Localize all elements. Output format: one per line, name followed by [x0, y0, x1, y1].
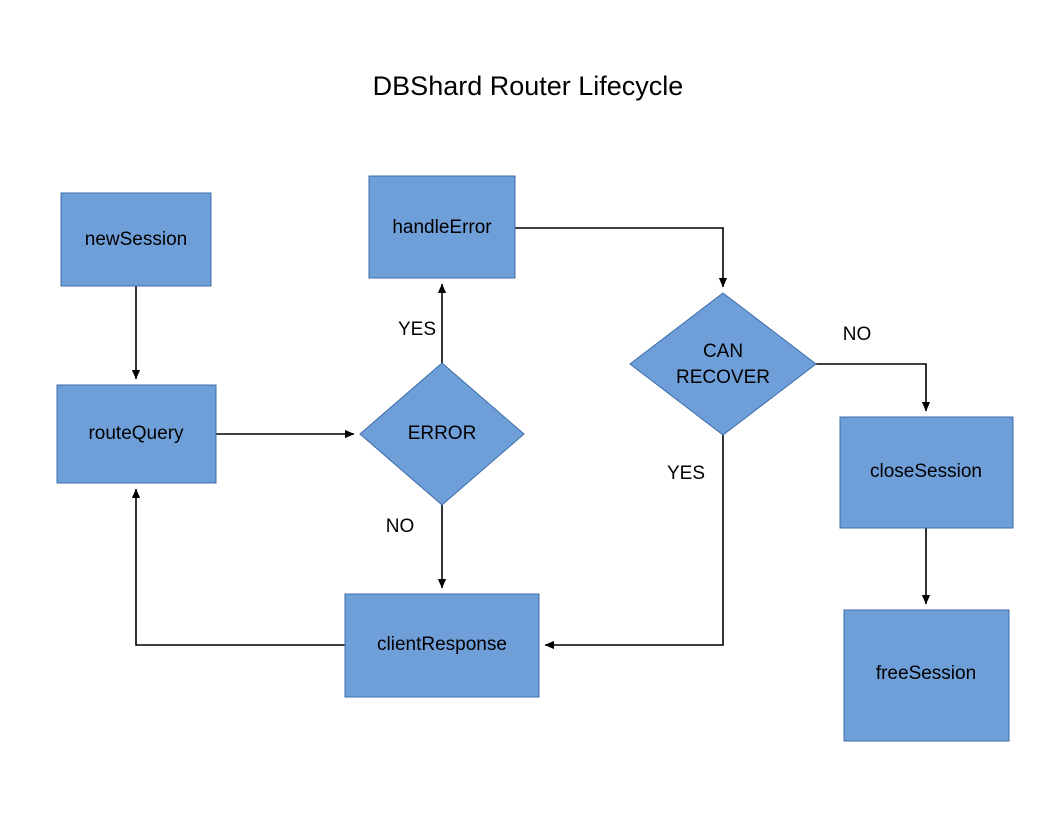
node-canrecover-label-line1: CAN [703, 341, 743, 362]
edge-label-error-yes: YES [398, 319, 436, 340]
node-closesession[interactable]: closeSession [839, 416, 1014, 529]
node-routequery[interactable]: routeQuery [56, 384, 217, 484]
node-error-decision[interactable]: ERROR [359, 362, 525, 506]
node-canrecover-decision[interactable]: CAN RECOVER [629, 292, 817, 436]
node-closesession-label: closeSession [870, 461, 982, 482]
node-freesession[interactable]: freeSession [843, 609, 1010, 742]
node-clientresponse[interactable]: clientResponse [344, 593, 540, 698]
edge-label-recover-yes: YES [667, 463, 705, 484]
edge-canrecover-to-clientresponse [544, 435, 724, 650]
node-canrecover-label-line2: RECOVER [676, 367, 770, 388]
node-clientresponse-shape[interactable] [344, 593, 540, 698]
node-closesession-shape[interactable] [839, 416, 1014, 529]
node-routequery-shape[interactable] [56, 384, 217, 484]
node-error-label: ERROR [408, 423, 477, 444]
edge-handleerror-to-canrecover [515, 227, 728, 288]
node-handleerror-label: handleError [392, 217, 492, 238]
edge-canrecover-to-closesession [816, 363, 931, 412]
node-newsession-label: newSession [85, 229, 187, 250]
node-freesession-label: freeSession [876, 663, 976, 684]
node-clientresponse-label: clientResponse [377, 634, 507, 655]
edge-label-error-no: NO [386, 516, 415, 537]
node-newsession[interactable]: newSession [60, 192, 212, 287]
node-error-shape[interactable] [359, 362, 525, 506]
node-handleerror[interactable]: handleError [368, 175, 516, 279]
edge-clientresponse-to-routequery [131, 488, 345, 646]
node-freesession-shape[interactable] [843, 609, 1010, 742]
diagram-title: DBShard Router Lifecycle [373, 71, 684, 101]
node-handleerror-shape[interactable] [368, 175, 516, 279]
node-newsession-shape[interactable] [60, 192, 212, 287]
edge-label-recover-no: NO [843, 324, 872, 345]
node-routequery-label: routeQuery [88, 423, 184, 444]
node-canrecover-shape[interactable] [629, 292, 817, 436]
